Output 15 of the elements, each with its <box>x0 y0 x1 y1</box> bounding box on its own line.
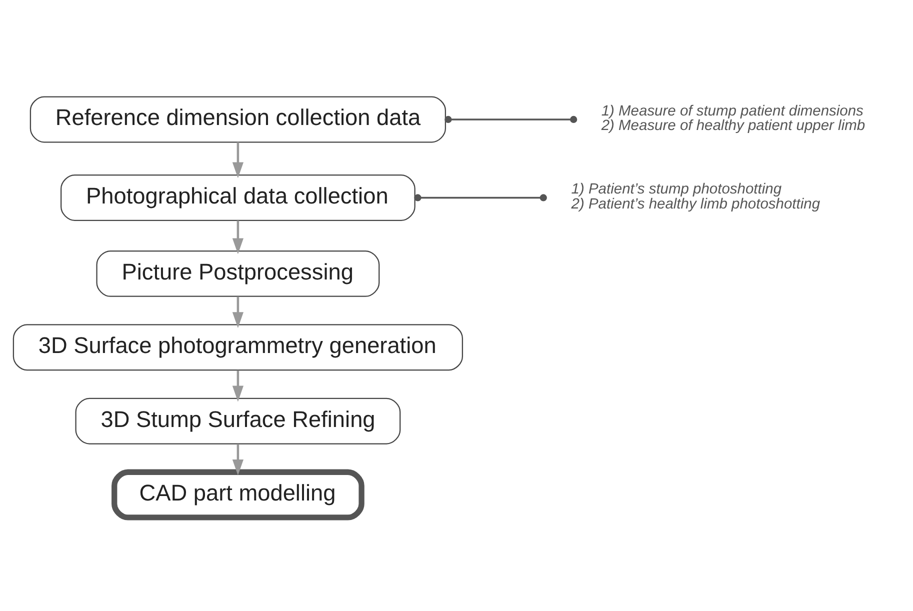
arrow <box>232 296 244 328</box>
node-text: 1) Patient’s stump photoshotting 2) Patient’s healthy limb photoshotting <box>571 181 820 212</box>
connector <box>444 115 578 123</box>
arrow <box>232 370 244 402</box>
node-box: 3D Surface photogrammetry generation <box>12 324 464 370</box>
arrow <box>232 220 244 254</box>
arrow <box>232 142 244 178</box>
node-box: Reference dimension collection data <box>30 96 446 142</box>
connector <box>414 194 547 201</box>
arrow <box>232 444 244 475</box>
node-box: Photographical data collection <box>60 174 416 220</box>
node-box: CAD part modelling <box>112 468 364 520</box>
node-box: 3D Stump Surface Refining <box>75 397 401 444</box>
node-box: Picture Postprocessing <box>96 250 380 296</box>
node-text: 1) Measure of stump patient dimensions 2) Measure of healthy patient upper limb <box>601 102 866 134</box>
